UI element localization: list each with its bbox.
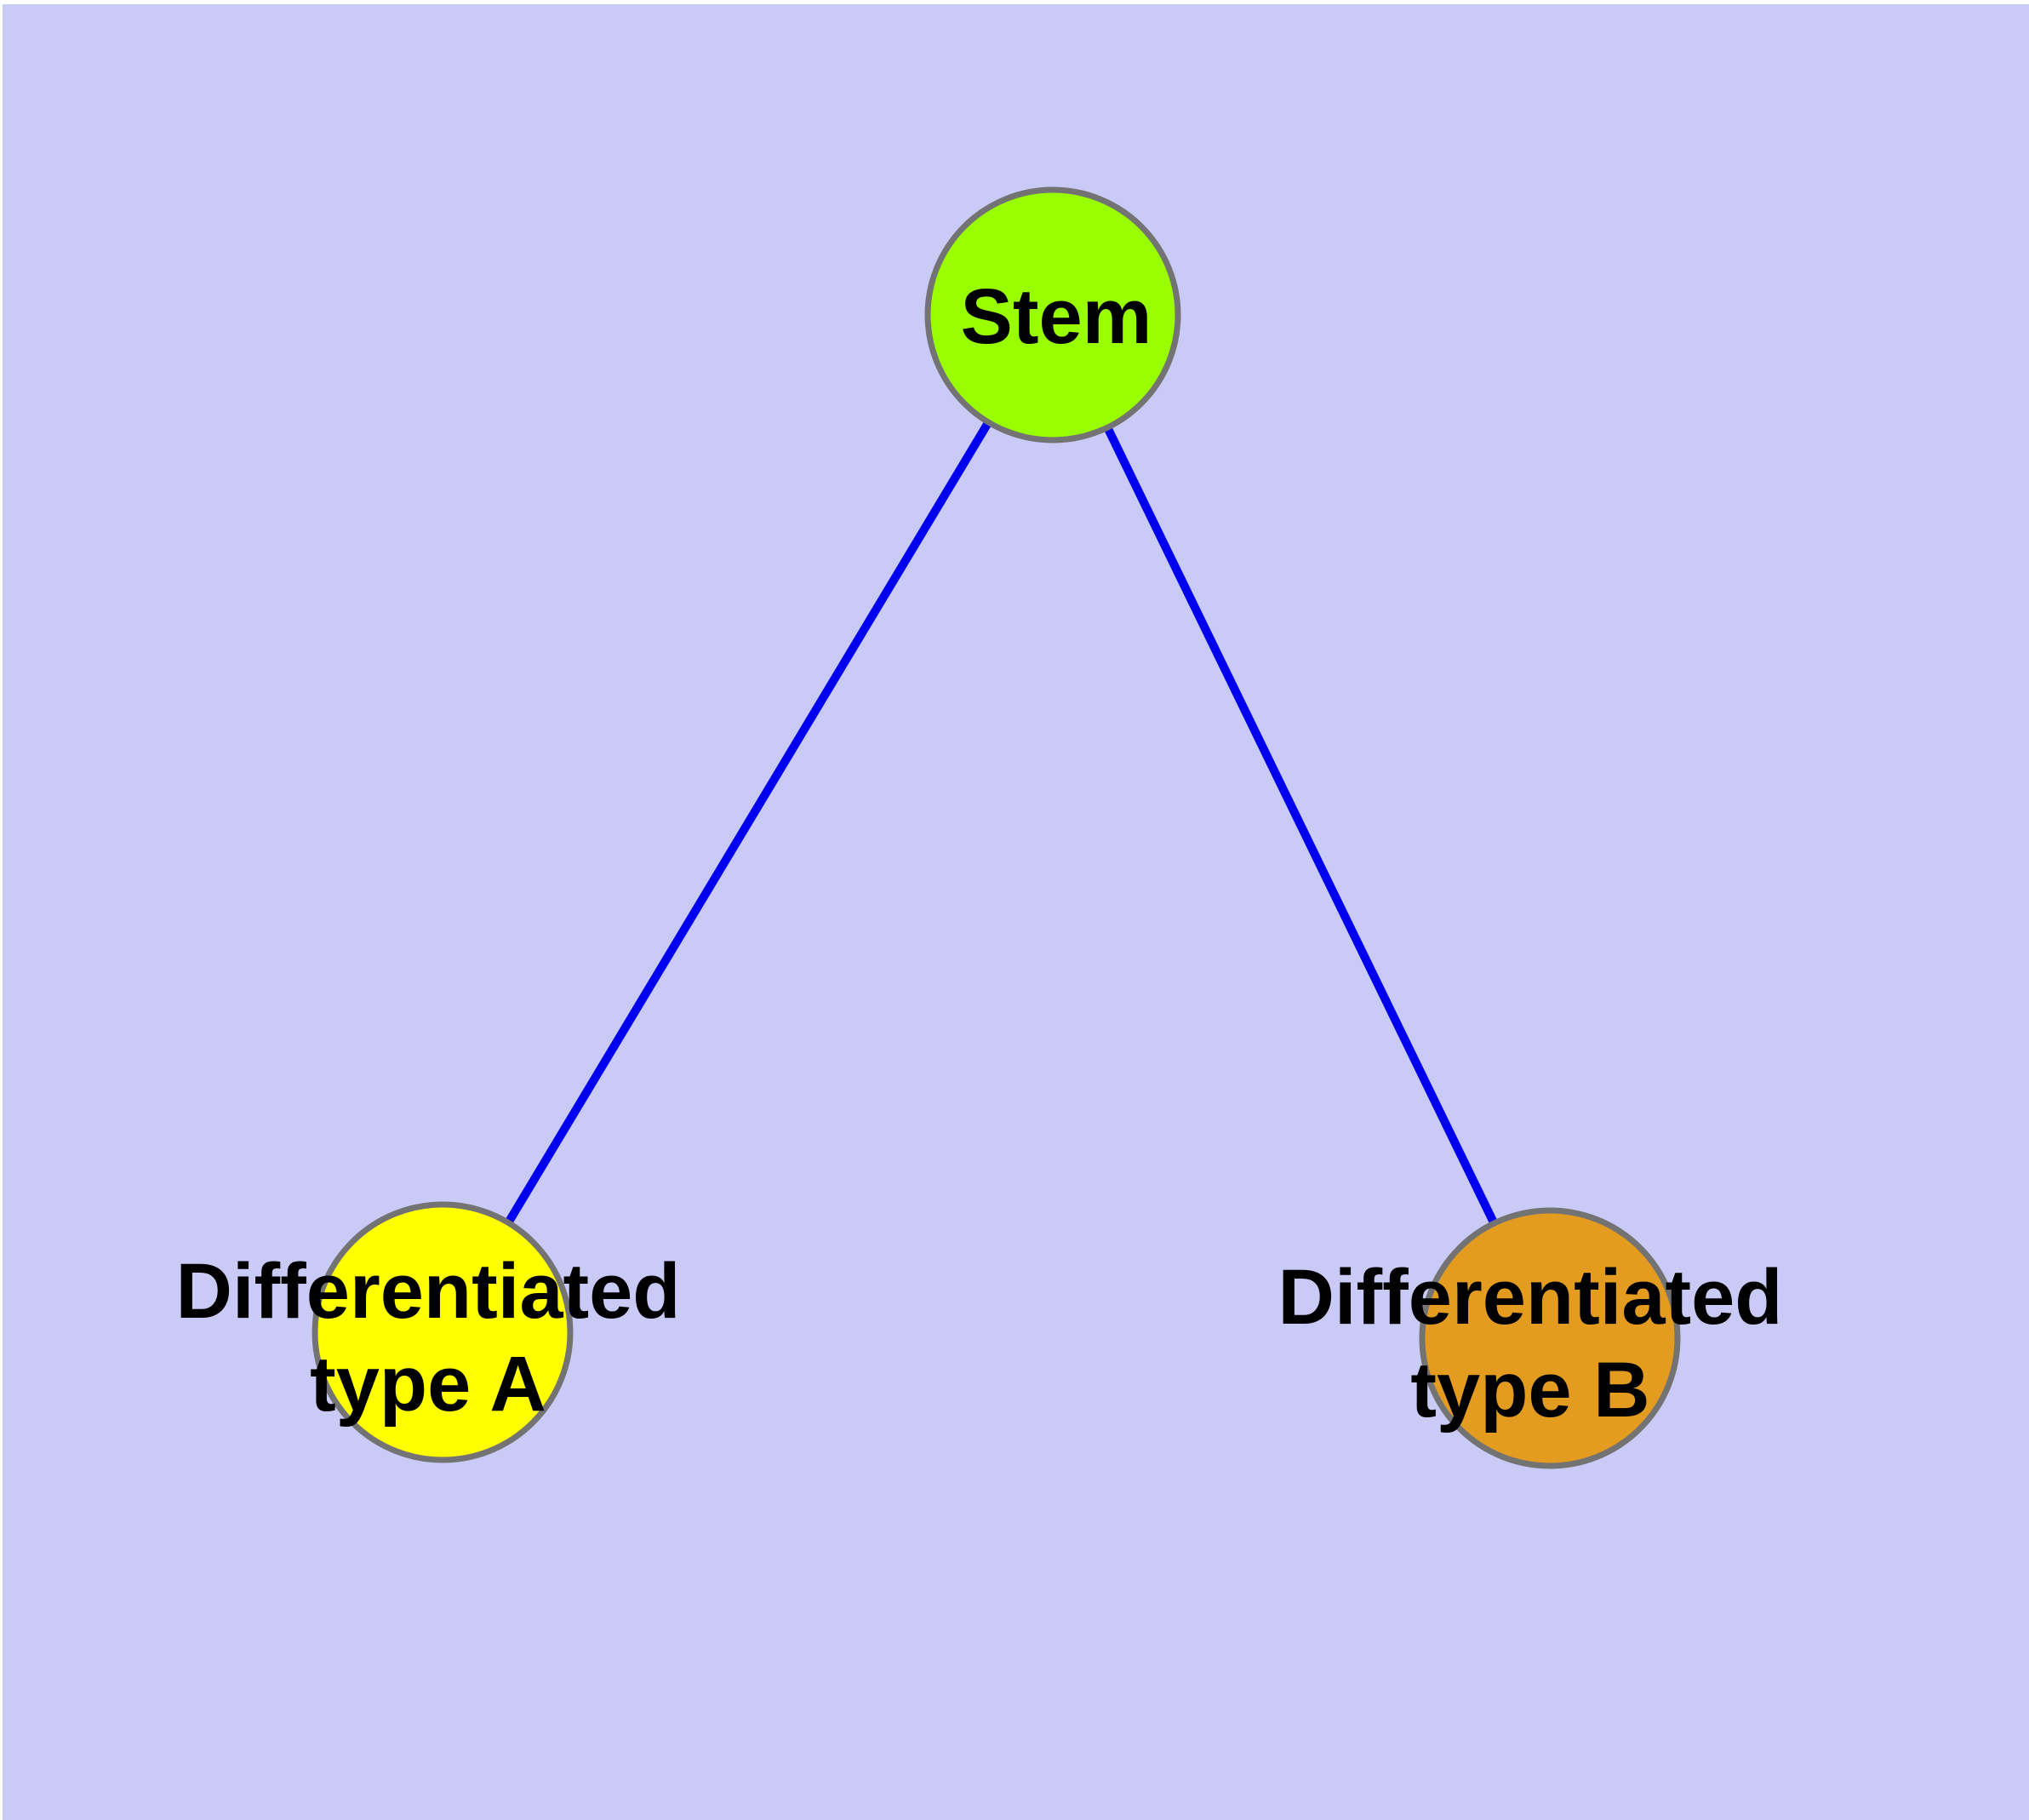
node-stem-circle — [924, 186, 1181, 444]
node-type-a-circle — [311, 1201, 574, 1463]
edge-stem-to-type-b — [1049, 312, 1554, 1341]
node-stem-label: Stem — [961, 273, 1152, 360]
edge-stem-to-type-a — [438, 312, 1057, 1335]
edges — [438, 312, 1554, 1341]
node-stem: Stem — [924, 186, 1181, 444]
node-type-b-circle — [1419, 1207, 1681, 1469]
